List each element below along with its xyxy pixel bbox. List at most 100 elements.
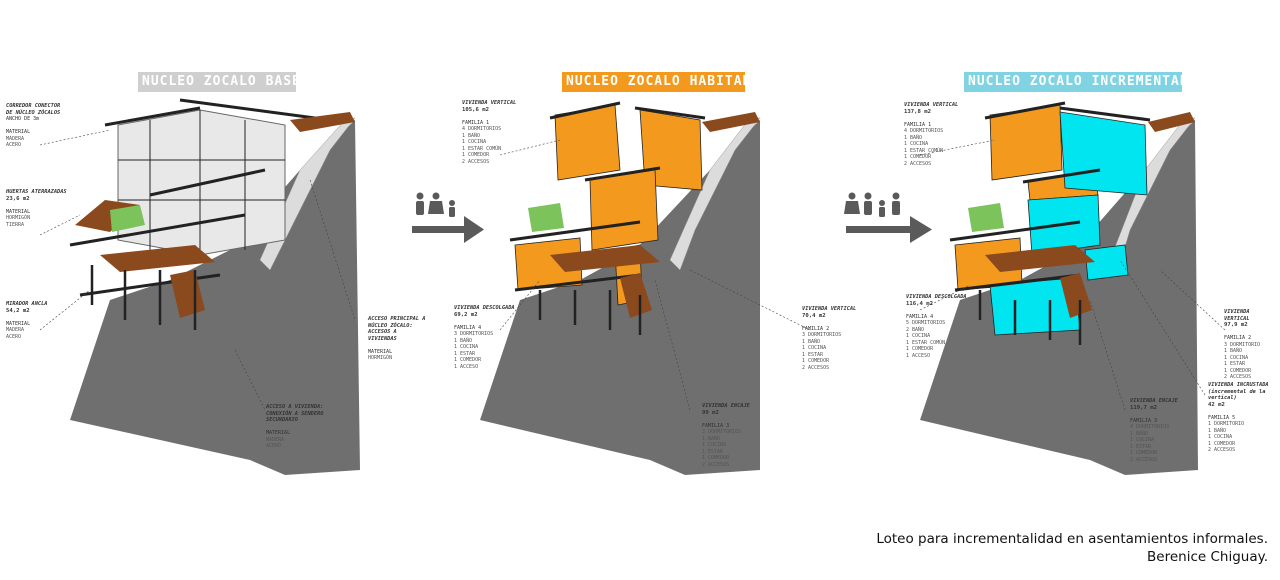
annotation-mirador: MIRADOR ANCLA 54,2 m2 MATERIAL MADERA AC… (6, 301, 47, 340)
corridor-deck (290, 112, 355, 132)
annotation-line: 1 ESTAR COMÚN (904, 147, 944, 154)
annotation-line: 2 ACCESOS (1208, 447, 1236, 453)
annotation-line: HORMIGÓN (6, 215, 31, 221)
annotation-line: ANCHO DE 3m (6, 116, 40, 122)
annotation-line: 1 ACCESO (454, 363, 479, 370)
annotation-vivienda-vertical-1: VIVIENDA VERTICAL 105,6 m2 FAMILIA 1 4 D… (462, 100, 516, 165)
annotation-line: 2 ACCESOS (462, 158, 490, 165)
annotation-line: 1 BAÑO (1224, 348, 1243, 354)
annotation-acceso-vivienda: ACCESO A VIVIENDA: CONEXIÓN A SENDERO SE… (266, 404, 326, 450)
annotation-heading: VIVIENDA ENCAJE (1130, 398, 1178, 404)
annotation-line: 1 ESTAR (1224, 361, 1246, 367)
annotation-vivienda-vertical-2: VIVIENDA VERTICAL 97,9 m2 FAMILIA 2 3 DO… (1224, 309, 1274, 381)
annotation-line: 2 ACCESOS (702, 461, 730, 468)
annotation-line: 1 COMEDOR (702, 455, 730, 461)
annotation-metric: 97,9 m2 (1224, 322, 1248, 328)
annotation-line: 1 ESTAR (702, 448, 724, 455)
vivienda-descolgada (514, 237, 583, 291)
annotation-line: FAMILIA 4 (454, 324, 482, 331)
annotation-heading: ACCESO A VIVIENDA: CONEXIÓN A SENDERO SE… (266, 404, 324, 423)
annotation-line: 1 BAÑO (1130, 430, 1149, 437)
annotation-metric: 70,4 m2 (802, 312, 826, 319)
annotation-line: FAMILIA 1 (462, 119, 490, 126)
annotation-heading: ACCESO PRINCIPAL A NÚCLEO ZÓCALO: ACCESO… (368, 316, 426, 342)
panel-incrementado-title: NUCLEO ZOCALO INCREMENTADO (964, 72, 1197, 92)
annotation-acceso-principal: ACCESO PRINCIPAL A NÚCLEO ZÓCALO: ACCESO… (368, 316, 426, 362)
annotation-huertas: HUERTAS ATERRAZADAS 23,6 m2 MATERIAL HOR… (6, 189, 67, 228)
terraces (110, 205, 145, 232)
annotation-heading: VIVIENDA DESCOLGADA (906, 294, 967, 300)
annotation-vivienda-encaje: VIVIENDA ENCAJE 119,7 m2 FAMILIA 3 4 DOR… (1130, 398, 1178, 463)
annotation-line: 2 ACCESOS (802, 364, 830, 371)
annotation-line: 1 ACCESO (906, 352, 931, 359)
mirador-deck (100, 245, 215, 272)
annotation-line: 1 BAÑO (454, 337, 473, 344)
annotation-line: MADERA (6, 327, 25, 333)
annotation-line: 1 COCINA (454, 344, 479, 350)
transition-arrow-1 (410, 190, 490, 250)
annotation-line: 1 COMEDOR (904, 154, 932, 160)
annotation-line: MATERIAL (266, 430, 291, 436)
annotation-line: 1 COCINA (462, 139, 487, 145)
annotation-line: MATERIAL (368, 348, 393, 355)
caption-line-2: Berenice Chiguay. (1147, 549, 1268, 565)
annotation-heading: HUERTAS ATERRAZADAS (6, 189, 67, 195)
family-of-three-icon (412, 192, 484, 243)
incrementado-axonometric-drawing (919, 101, 1226, 475)
annotation-line: 1 COMEDOR (1130, 450, 1158, 456)
annotation-heading: VIVIENDA VERTICAL (1224, 309, 1250, 322)
annotation-line: 1 BAÑO (1208, 427, 1227, 434)
annotation-line: 1 COCINA (1224, 354, 1249, 361)
family-of-four-icon (844, 192, 932, 243)
annotation-line: 1 BAÑO (702, 435, 721, 442)
annotation-vivienda-vertical-1: VIVIENDA VERTICAL 137,8 m2 FAMILIA 1 4 D… (904, 102, 958, 167)
annotation-metric: 54,2 m2 (6, 307, 30, 314)
annotation-metric: 105,6 m2 (462, 106, 489, 113)
annotation-line: 2 ACCESOS (1130, 456, 1158, 463)
annotation-line: 3 DORMITORIOS (454, 331, 494, 337)
annotation-line: 1 COMEDOR (802, 358, 830, 364)
annotation-heading: CORREDOR CONECTOR DE NÚCLEO ZÓCALOS (6, 103, 61, 116)
annotation-line: 1 ESTAR (802, 351, 824, 358)
annotation-line: 1 COCINA (1130, 437, 1155, 443)
vivienda-encaje (589, 169, 659, 251)
annotation-line: 1 COCINA (1208, 434, 1233, 440)
panel-base: NUCLEO ZOCALO BASE CORREDOR CONECTOR DE … (0, 0, 425, 480)
annotation-metric: 116,4 m2 (906, 300, 933, 307)
annotation-line: 3 DORMITORIOS (802, 332, 842, 338)
annotation-line: 1 COCINA (802, 345, 827, 351)
annotation-line: 1 ESTAR (1130, 443, 1152, 450)
annotation-line: FAMILIA 5 (1208, 414, 1236, 421)
annotation-line: 1 BAÑO (802, 338, 821, 345)
annotation-line: 2 ACCESOS (1224, 374, 1252, 380)
annotation-heading: MIRADOR ANCLA (6, 301, 48, 307)
annotation-line: FAMILIA 1 (904, 121, 932, 128)
annotation-line: ACERO (6, 142, 22, 148)
caption-line-1: Loteo para incrementalidad en asentamien… (876, 531, 1268, 547)
figure-caption: Loteo para incrementalidad en asentamien… (876, 530, 1268, 566)
annotation-heading: VIVIENDA ENCAJE (702, 403, 750, 409)
annotation-metric: 99 m2 (702, 409, 719, 416)
annotation-line: 1 DORMITORIO (1208, 421, 1245, 427)
annotation-line: 2 BAÑO (906, 326, 925, 333)
annotation-line: 1 ESTAR COMÚN (906, 339, 946, 346)
annotation-line: 4 DORMITORIOS (904, 128, 944, 134)
annotation-vivienda-vertical-2: VIVIENDA VERTICAL 70,4 m2 FAMILIA 2 3 DO… (802, 306, 856, 371)
annotation-line: FAMILIA 2 (802, 325, 830, 332)
annotation-line: TIERRA (6, 221, 25, 228)
transition-arrow-2 (842, 190, 938, 250)
annotation-line: 1 ESTAR COMÚN (462, 145, 502, 152)
annotation-vivienda-descolgada: VIVIENDA DESCOLGADA 69,2 m2 FAMILIA 4 3 … (454, 305, 515, 370)
annotation-line: FAMILIA 2 (1224, 335, 1252, 341)
annotation-metric: 42 m2 (1208, 401, 1225, 408)
annotation-line: 3 DORMITORIO (1224, 341, 1261, 348)
annotation-line: ACERO (266, 443, 282, 449)
panel-incrementado: NUCLEO ZOCALO INCREMENTADO VIVIENDA VERT… (860, 0, 1280, 480)
annotation-heading: VIVIENDA VERTICAL (802, 306, 857, 312)
annotation-heading: VIVIENDA VERTICAL (462, 100, 517, 106)
annotation-line: MATERIAL (6, 208, 31, 215)
annotation-line: 2 ACCESOS (904, 160, 932, 167)
annotation-line: 3 DORMITORIOS (702, 429, 742, 435)
annotation-vivienda-descolgada: VIVIENDA DESCOLGADA 116,4 m2 FAMILIA 4 5… (906, 294, 967, 359)
annotation-line: 1 COMEDOR (906, 346, 934, 352)
